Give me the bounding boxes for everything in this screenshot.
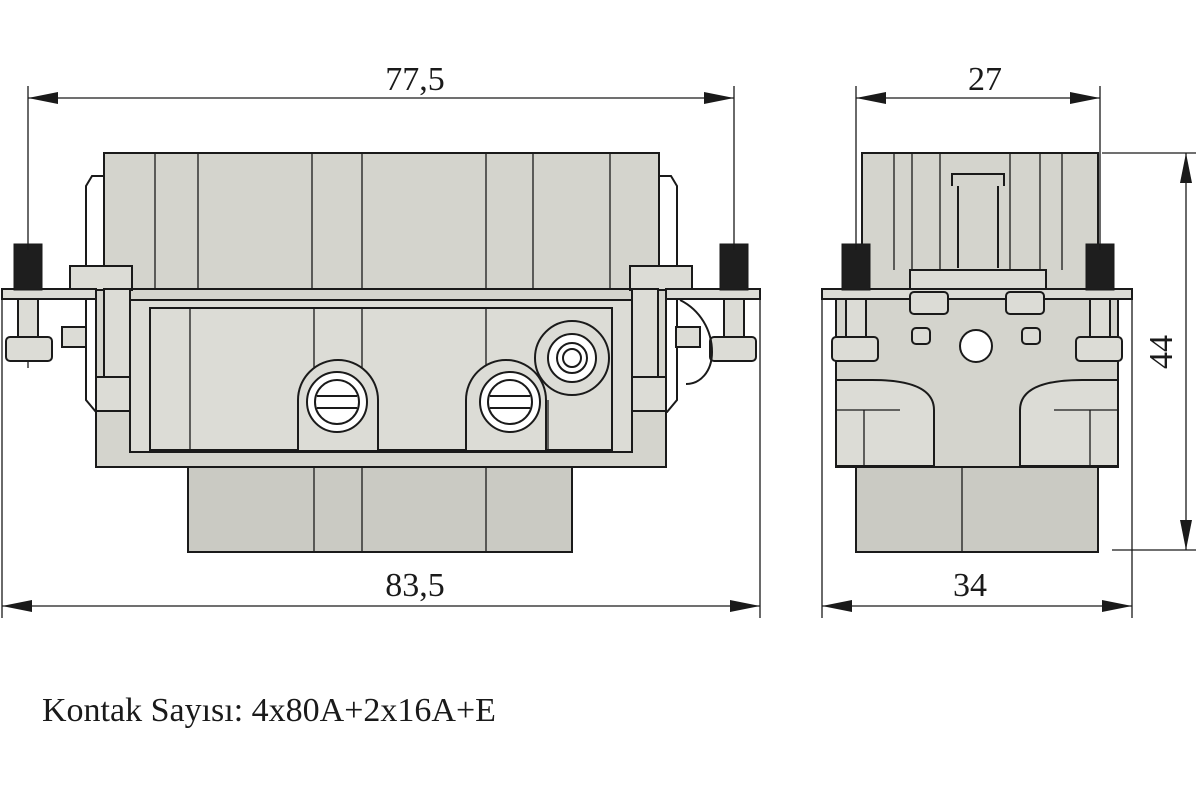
front-view — [1, 152, 761, 553]
dim-side-height: 44 — [1143, 335, 1180, 369]
front-right-bolt-thread — [719, 243, 749, 291]
front-bottom-block — [187, 465, 573, 553]
side-view — [821, 152, 1133, 553]
dim-side-top: 27 — [968, 61, 1002, 98]
side-left-bolt-thread — [841, 243, 871, 291]
dimension-labels: 77,5 83,5 27 34 44 — [385, 61, 1180, 604]
dim-front-top: 77,5 — [385, 61, 445, 98]
front-right-flange — [665, 288, 761, 300]
front-left-flange — [1, 288, 97, 300]
side-bottom-block — [855, 465, 1099, 553]
contact-count-caption: Kontak Sayısı: 4x80A+2x16A+E — [42, 692, 496, 729]
dim-side-bottom: 34 — [953, 567, 987, 604]
dim-front-bottom: 83,5 — [385, 567, 445, 604]
dimension-lines — [1, 86, 1196, 618]
front-left-bolt-thread — [13, 243, 43, 291]
front-top-housing — [103, 152, 660, 294]
side-center-hole — [959, 329, 993, 363]
side-right-bolt-thread — [1085, 243, 1115, 291]
